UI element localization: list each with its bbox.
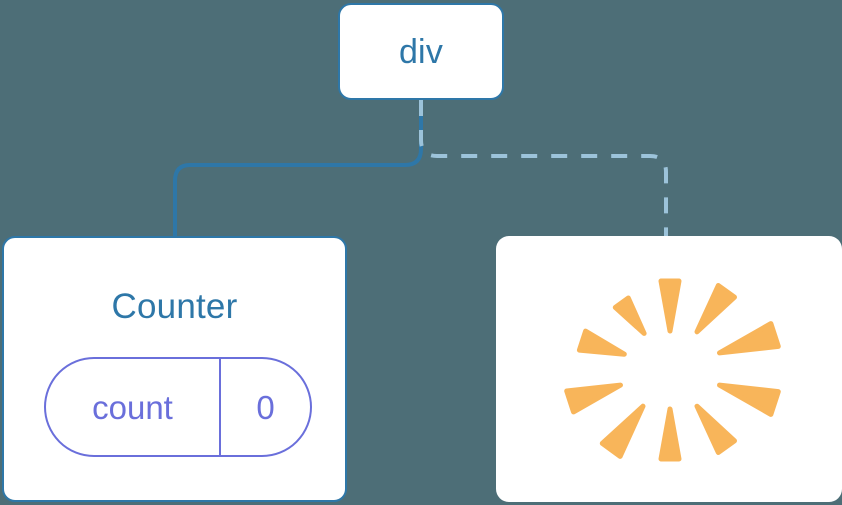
counter-state-value: 0	[219, 359, 310, 455]
burst-ray-9	[612, 295, 647, 336]
counter-state-pill[interactable]: count 0	[44, 357, 312, 457]
counter-node[interactable]: Counter count 0	[2, 236, 347, 502]
counter-node-label: Counter	[111, 287, 238, 326]
burst-node[interactable]	[496, 236, 842, 502]
burst-ray-5	[658, 406, 682, 462]
edge-div-to-counter	[173, 98, 423, 238]
sparkle-burst-icon	[496, 236, 842, 502]
burst-ray-8	[576, 328, 627, 357]
burst-ray-1	[694, 283, 737, 335]
burst-ray-4	[694, 403, 737, 455]
burst-ray-2	[717, 321, 781, 356]
div-node[interactable]: div	[338, 3, 504, 100]
burst-ray-3	[717, 382, 781, 417]
div-node-label: div	[398, 32, 444, 71]
burst-ray-6	[599, 403, 646, 459]
burst-ray-0	[658, 278, 682, 334]
edge-div-to-burst	[419, 100, 668, 236]
counter-state-key: count	[92, 388, 173, 426]
sparkle-burst-svg	[564, 278, 781, 462]
burst-ray-7	[564, 382, 623, 415]
